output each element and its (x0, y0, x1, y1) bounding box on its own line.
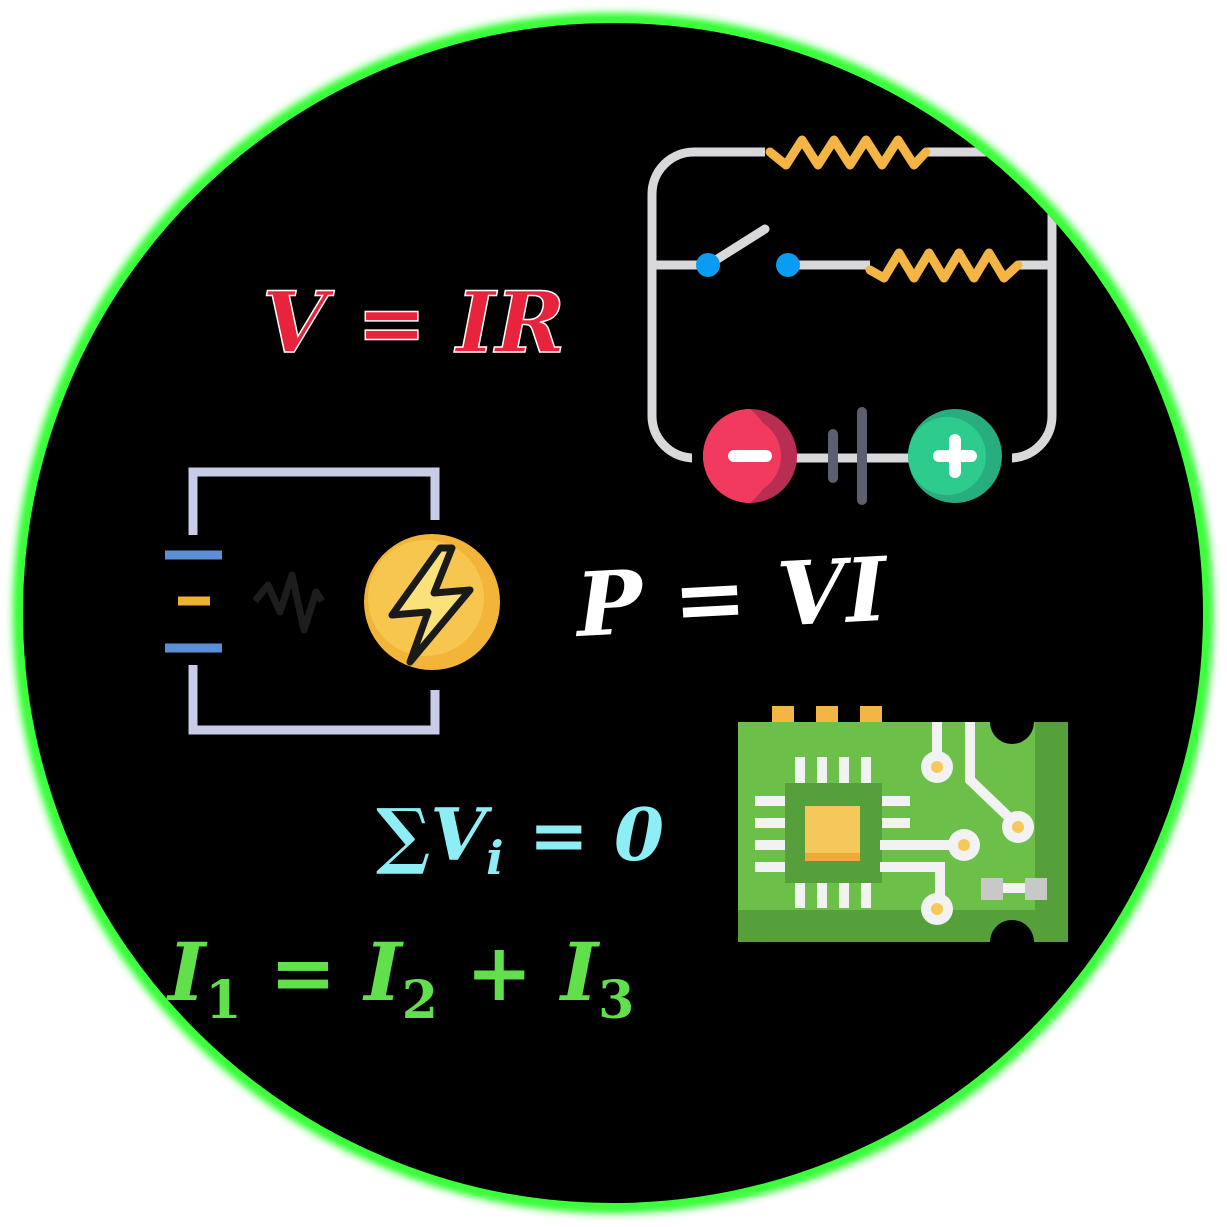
pcb-chip-icon (738, 700, 1068, 964)
power-source-circuit-icon (165, 467, 500, 735)
kvl-equation: ∑Vi = 0 (376, 792, 664, 885)
waveform-icon (252, 571, 325, 634)
lightning-bolt-icon (364, 534, 500, 670)
switch-node-icon (696, 253, 720, 277)
minus-terminal-icon (703, 409, 797, 503)
resistor-top-icon (765, 135, 931, 170)
switch-node-icon (776, 253, 800, 277)
power-equation: P = VI (571, 537, 892, 657)
plus-terminal-icon (908, 409, 1002, 503)
ohms-law-equation: V = IR (262, 273, 565, 372)
kcl-equation: I1 = I2 + I3 (166, 925, 634, 1031)
series-parallel-circuit-icon (647, 135, 1057, 505)
resistor-branch-icon (865, 248, 1023, 283)
